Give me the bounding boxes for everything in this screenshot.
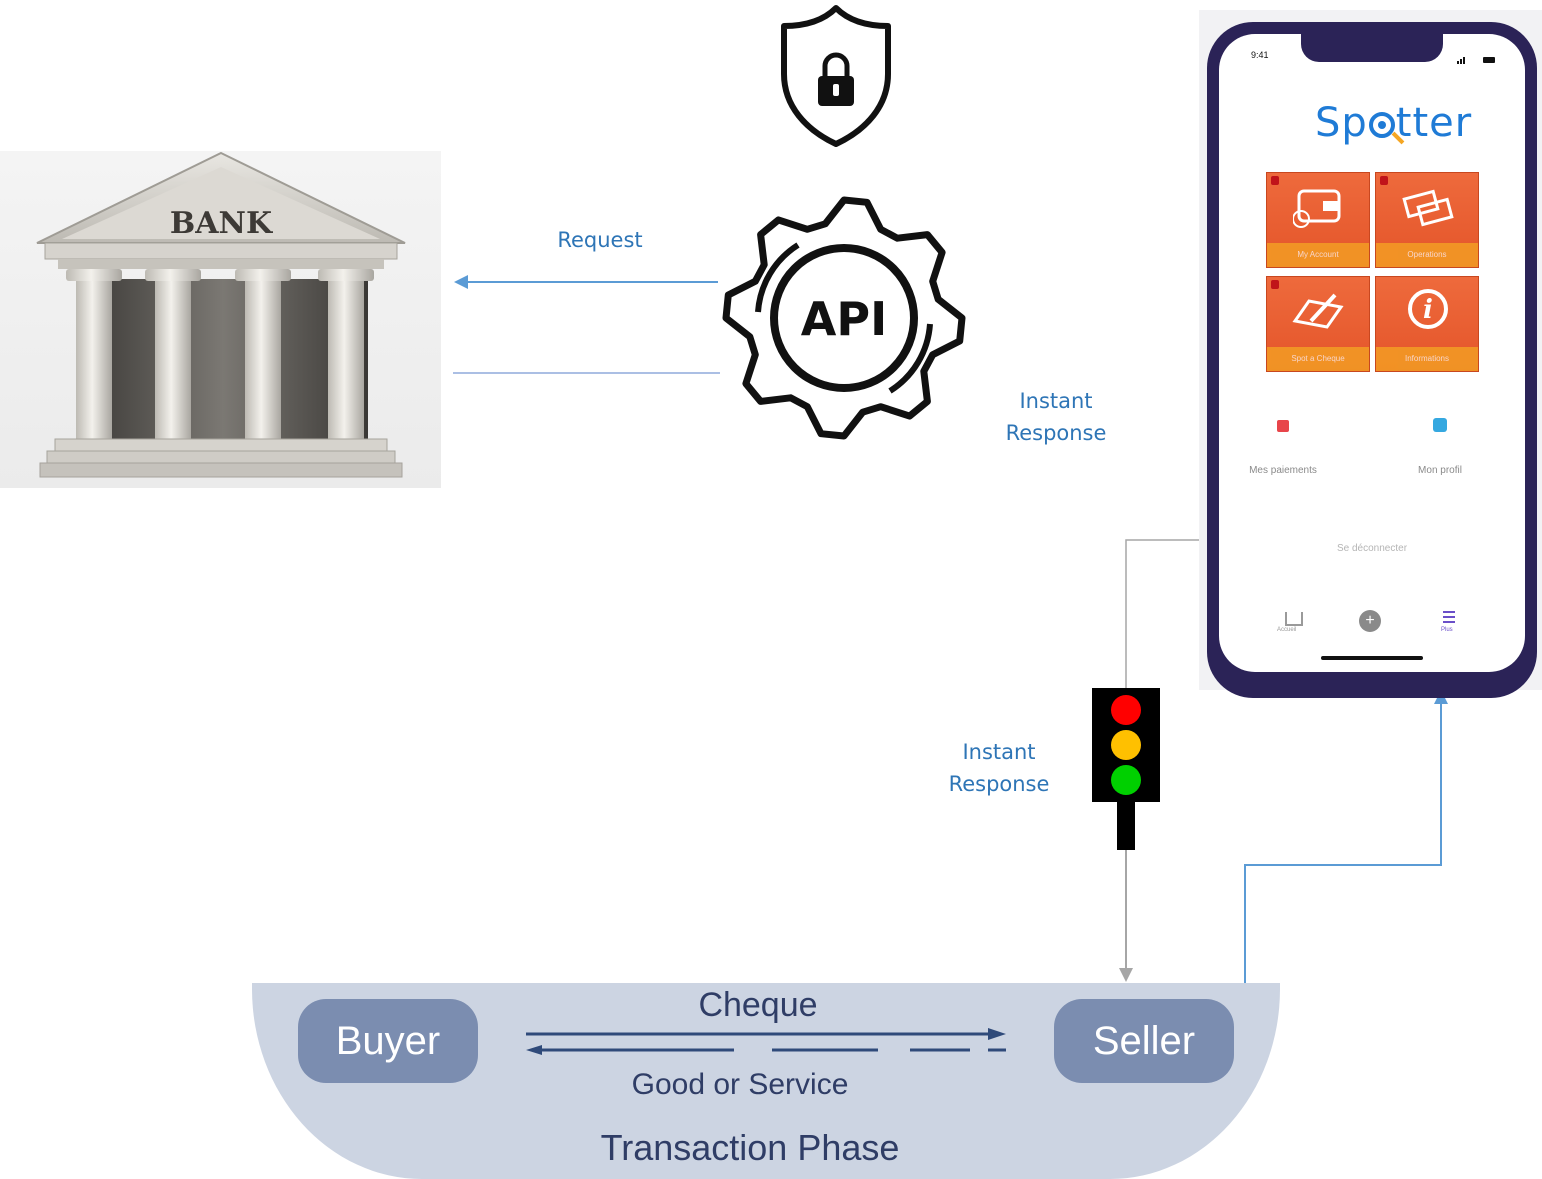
more-icon[interactable] [1443,610,1455,624]
lock-icon [1271,280,1279,289]
tile-informations[interactable]: i Informations [1375,276,1479,372]
instant-response-label-bottom: Instant Response [948,740,1050,796]
traffic-light-icon [1092,688,1160,850]
request-label: Request [557,228,643,252]
cheque-label: Cheque [698,986,818,1024]
seller-to-phone-arrow [1244,702,1442,990]
transaction-phase-label: Transaction Phase [600,1127,900,1168]
gear-api-icon: API [722,196,966,440]
buyer-box: Buyer [298,999,478,1083]
phone-to-light-line [1125,539,1213,690]
light-to-seller-arrowhead [1119,968,1133,982]
tile-label: Spot a Cheque [1267,347,1369,371]
nav-more-label: Plus [1441,627,1453,633]
bank-sign: BANK [170,206,273,241]
request-arrowhead [454,275,468,289]
status-icons [1457,51,1497,64]
api-label: API [801,292,887,346]
traffic-light-red [1111,695,1141,725]
logout-link[interactable]: Se déconnecter [1336,543,1408,554]
bank-building-icon: BANK [36,151,406,478]
lock-icon [1271,176,1279,185]
lock-icon [1380,176,1388,185]
wallet-icon [1293,189,1341,228]
info-icon: i [1408,289,1448,329]
tile-my-account[interactable]: My Account [1266,172,1370,268]
home-icon[interactable] [1285,612,1303,626]
traffic-light-green [1111,765,1141,795]
bank-image: BANK [0,151,441,488]
payments-icon[interactable] [1277,420,1289,432]
tile-label: My Account [1267,243,1369,267]
shield-lock-icon [781,5,891,147]
svg-text:i: i [1423,295,1433,325]
instant-response-label-top: Instant Response [1005,389,1107,445]
tile-spot-a-cheque[interactable]: Spot a Cheque [1266,276,1370,372]
spotter-logo-right: tter [1395,100,1473,146]
status-time: 9:41 [1251,50,1269,60]
money-transfer-icon [1402,189,1454,227]
tile-label: Operations [1376,243,1478,267]
traffic-light-amber [1111,730,1141,760]
add-icon[interactable]: + [1359,610,1381,632]
tile-operations[interactable]: Operations [1375,172,1479,268]
menu-profile[interactable]: Mon profil [1418,465,1462,476]
exchange-arrows [526,1028,1006,1055]
profile-icon[interactable] [1433,418,1447,432]
home-indicator [1321,656,1423,660]
cheque-pen-icon [1292,293,1344,329]
nav-home-label: Accueil [1277,627,1297,633]
phone-notch [1301,34,1443,62]
seller-box: Seller [1054,999,1234,1083]
goods-label: Good or Service [631,1068,849,1101]
magnifier-icon [1368,112,1405,145]
tile-label: Informations [1376,347,1478,371]
spotter-logo-left: Sp [1315,100,1368,146]
menu-payments[interactable]: Mes paiements [1249,465,1317,476]
